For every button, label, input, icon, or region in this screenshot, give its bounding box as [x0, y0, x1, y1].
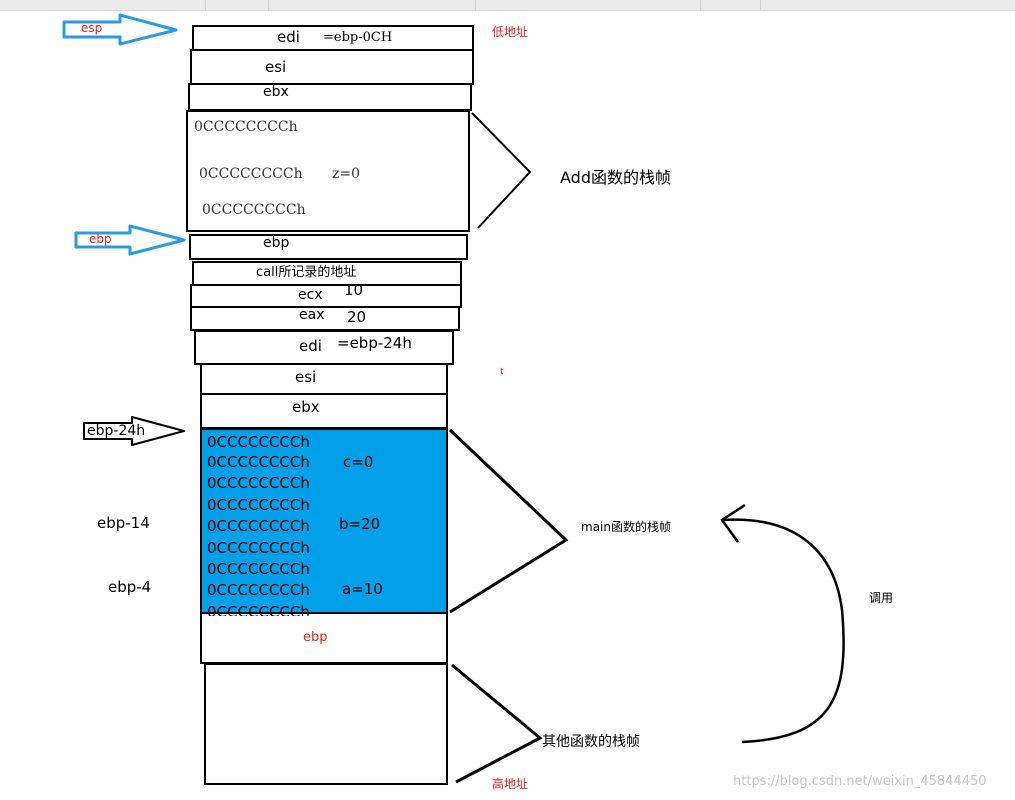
stack-slot-add-locals	[186, 110, 470, 232]
add-local-value-2: 0CCCCCCCCh	[199, 166, 303, 182]
slot-label-edi-add: edi	[277, 28, 300, 46]
slot-label-ebx-main: ebx	[292, 398, 320, 416]
stray-mark: t	[500, 367, 504, 377]
call-arrowhead-icon	[720, 503, 746, 543]
main-local-note-b: b=20	[339, 515, 381, 533]
slot-label-edi-main: edi	[299, 337, 322, 355]
main-frame-brace-icon	[448, 428, 569, 614]
toolbar-divider	[760, 0, 761, 10]
main-local-value-1: 0CCCCCCCCh	[207, 433, 310, 451]
main-local-value-5: 0CCCCCCCCh	[207, 517, 310, 535]
slot-label-ebp-main: ebp	[303, 630, 328, 645]
watermark-text: https://blog.csdn.net/weixin_45844450	[733, 774, 987, 789]
ebp-pointer-arrow-icon	[74, 224, 186, 256]
slot-label-esi-add: esi	[265, 58, 287, 76]
stack-slot-esi-add	[190, 49, 474, 85]
main-local-value-6: 0CCCCCCCCh	[207, 539, 310, 557]
ebp-pointer-label: ebp	[89, 232, 112, 246]
esp-pointer-label: esp	[81, 21, 103, 35]
main-local-value-7: 0CCCCCCCCh	[207, 560, 310, 578]
main-local-note-a: a=10	[342, 580, 383, 598]
high-address-label: 高地址	[492, 777, 529, 791]
stack-other-frames	[204, 663, 448, 785]
slot-value-eax: 20	[347, 308, 367, 326]
top-toolbar-strip	[0, 0, 1015, 11]
ebp24h-pointer-label: ebp-24h	[87, 423, 146, 439]
main-local-note-c: c=0	[343, 453, 374, 471]
slot-note-edi-add: =ebp-0CH	[323, 30, 393, 45]
slot-value-ecx: 10	[344, 281, 364, 299]
main-local-value-3: 0CCCCCCCCh	[207, 474, 310, 492]
main-local-value-8: 0CCCCCCCCh	[207, 581, 310, 599]
toolbar-divider	[268, 0, 269, 10]
other-frame-label: 其他函数的栈帧	[542, 734, 640, 750]
add-local-note-z: z=0	[332, 166, 361, 182]
side-label-ebp-4: ebp-4	[108, 578, 152, 596]
call-curve-arrow-icon	[721, 518, 845, 744]
slot-note-edi-main: =ebp-24h	[337, 334, 412, 352]
slot-label-ebx-add: ebx	[263, 84, 289, 100]
main-frame-label: main函数的栈帧	[581, 520, 671, 534]
call-label: 调用	[869, 591, 894, 605]
add-frame-brace-icon	[471, 112, 532, 229]
main-local-value-2: 0CCCCCCCCh	[207, 453, 310, 471]
slot-label-esi-main: esi	[295, 368, 317, 386]
slot-label-ecx: ecx	[298, 287, 323, 303]
low-address-label: 低地址	[492, 25, 529, 39]
add-frame-label: Add函数的栈帧	[560, 168, 671, 187]
slot-label-return-address: call所记录的地址	[256, 265, 357, 280]
add-local-value-1: 0CCCCCCCCh	[194, 119, 298, 135]
slot-label-ebp-saved: ebp	[263, 235, 290, 251]
stack-main-locals-highlighted	[200, 428, 448, 614]
side-label-ebp-14: ebp-14	[97, 514, 150, 532]
add-local-value-3: 0CCCCCCCCh	[202, 202, 306, 218]
stack-slot-ebp-saved	[189, 234, 468, 260]
ebp24h-pointer-arrow-icon	[83, 416, 185, 446]
toolbar-divider	[205, 0, 206, 10]
toolbar-divider	[700, 0, 701, 10]
toolbar-divider	[475, 0, 476, 10]
slot-label-eax: eax	[299, 307, 325, 323]
esp-pointer-arrow-icon	[62, 13, 178, 46]
main-local-value-9-clipped: 0CCCCCCCCh	[207, 605, 310, 616]
main-local-value-4: 0CCCCCCCCh	[207, 496, 310, 514]
other-frame-brace-icon	[451, 663, 543, 784]
stack-slot-return-address	[192, 261, 462, 286]
